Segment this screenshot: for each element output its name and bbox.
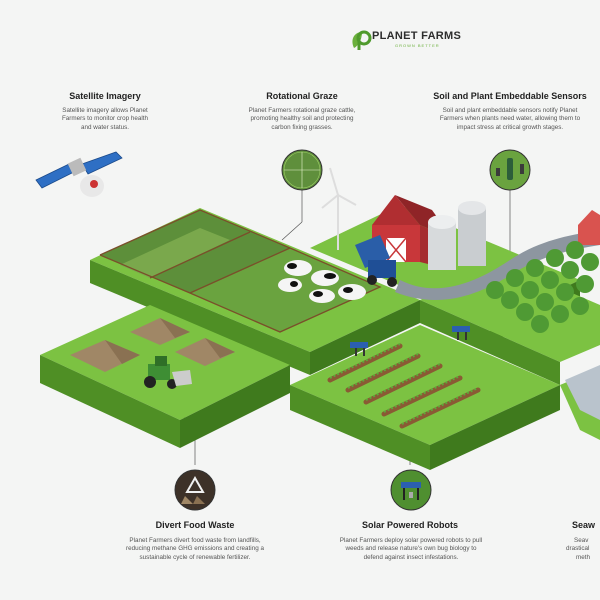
recycle-icon [174,469,216,511]
tractor-trailer [355,235,397,287]
graze-title: Rotational Graze [266,91,338,101]
cattle-icon [281,149,323,191]
solar-robot-icon [390,469,432,511]
compost-tractor [144,356,192,389]
satellite-title: Satellite Imagery [69,91,141,101]
robots-description: Planet Farmers deploy solar powered robo… [339,537,483,561]
graze-description: Planet Farmers rotational graze cattle,p… [248,107,356,131]
waste-description: Planet Farmers divert food waste from la… [126,537,264,561]
field-robots [350,326,470,356]
satellite-illustration-icon [35,151,123,197]
waste-title: Divert Food Waste [155,520,235,530]
wind-turbine [321,167,357,250]
brand-tagline: GROWN BETTER [395,43,440,48]
compost-piles [70,318,235,372]
soil-sensor-icon [489,149,531,191]
seaweed-title: Seaw [572,520,596,530]
robots-title: Solar Powered Robots [361,520,459,530]
orchard-trees [486,241,599,333]
cattle-herd [278,260,366,303]
silos [428,201,486,270]
brand-name: PLANET FARMS [372,30,462,42]
crop-rows [327,343,481,429]
sensors-description: Soil and plant embeddable sensors notify… [439,107,581,131]
planet-farms-logo-icon [352,30,372,50]
sensors-title: Soil and Plant Embeddable Sensors [433,91,587,101]
